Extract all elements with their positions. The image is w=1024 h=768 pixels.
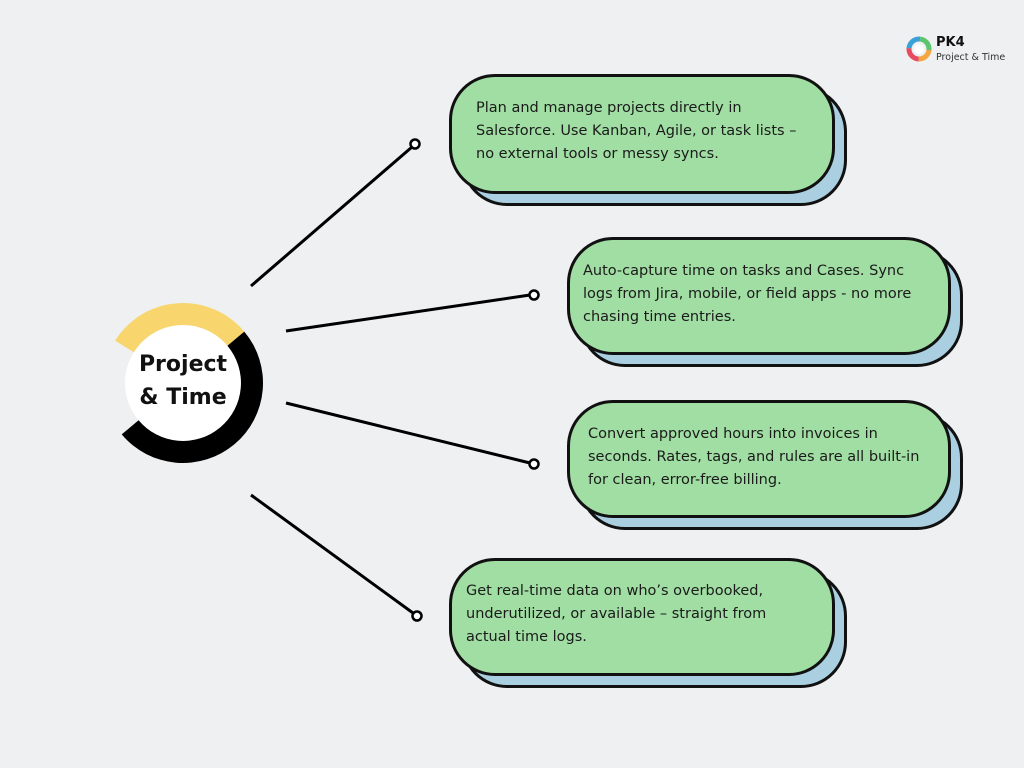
- pk4-logo-icon: [906, 36, 932, 62]
- ring-main-segment: [121, 331, 263, 464]
- card-text: Convert approved hours into invoices in …: [588, 426, 920, 488]
- feature-card-4: Get real-time data on who’s overbooked, …: [449, 558, 847, 688]
- connector-node-4: [411, 610, 423, 622]
- card-body: Plan and manage projects directly in Sal…: [449, 74, 835, 194]
- connector-line-2: [285, 293, 531, 333]
- connector-line-3: [285, 401, 531, 465]
- feature-card-3: Convert approved hours into invoices in …: [567, 400, 963, 530]
- feature-card-2: Auto-capture time on tasks and Cases. Sy…: [567, 237, 963, 367]
- logo-title: PK4: [936, 35, 965, 50]
- card-body: Get real-time data on who’s overbooked, …: [449, 558, 835, 676]
- center-disc: [125, 325, 241, 441]
- card-text: Auto-capture time on tasks and Cases. Sy…: [583, 263, 912, 325]
- center-title-line-1: Project: [138, 352, 228, 377]
- brand-logo: PK4 Project & Time: [906, 34, 1016, 66]
- card-body: Convert approved hours into invoices in …: [567, 400, 951, 518]
- card-text: Get real-time data on who’s overbooked, …: [466, 583, 767, 645]
- feature-card-1: Plan and manage projects directly in Sal…: [449, 74, 847, 206]
- center-title-line-2: & Time: [139, 385, 227, 410]
- connector-line-1: [250, 145, 413, 288]
- ring-accent-segment: [115, 302, 245, 353]
- card-body: Auto-capture time on tasks and Cases. Sy…: [567, 237, 951, 355]
- connector-node-3: [528, 458, 540, 470]
- card-text: Plan and manage projects directly in Sal…: [476, 100, 797, 162]
- logo-subtitle: Project & Time: [936, 52, 1006, 63]
- connector-node-1: [409, 138, 421, 150]
- center-title: Project & Time: [113, 348, 253, 414]
- connector-node-2: [528, 289, 540, 301]
- connector-line-4: [250, 493, 414, 615]
